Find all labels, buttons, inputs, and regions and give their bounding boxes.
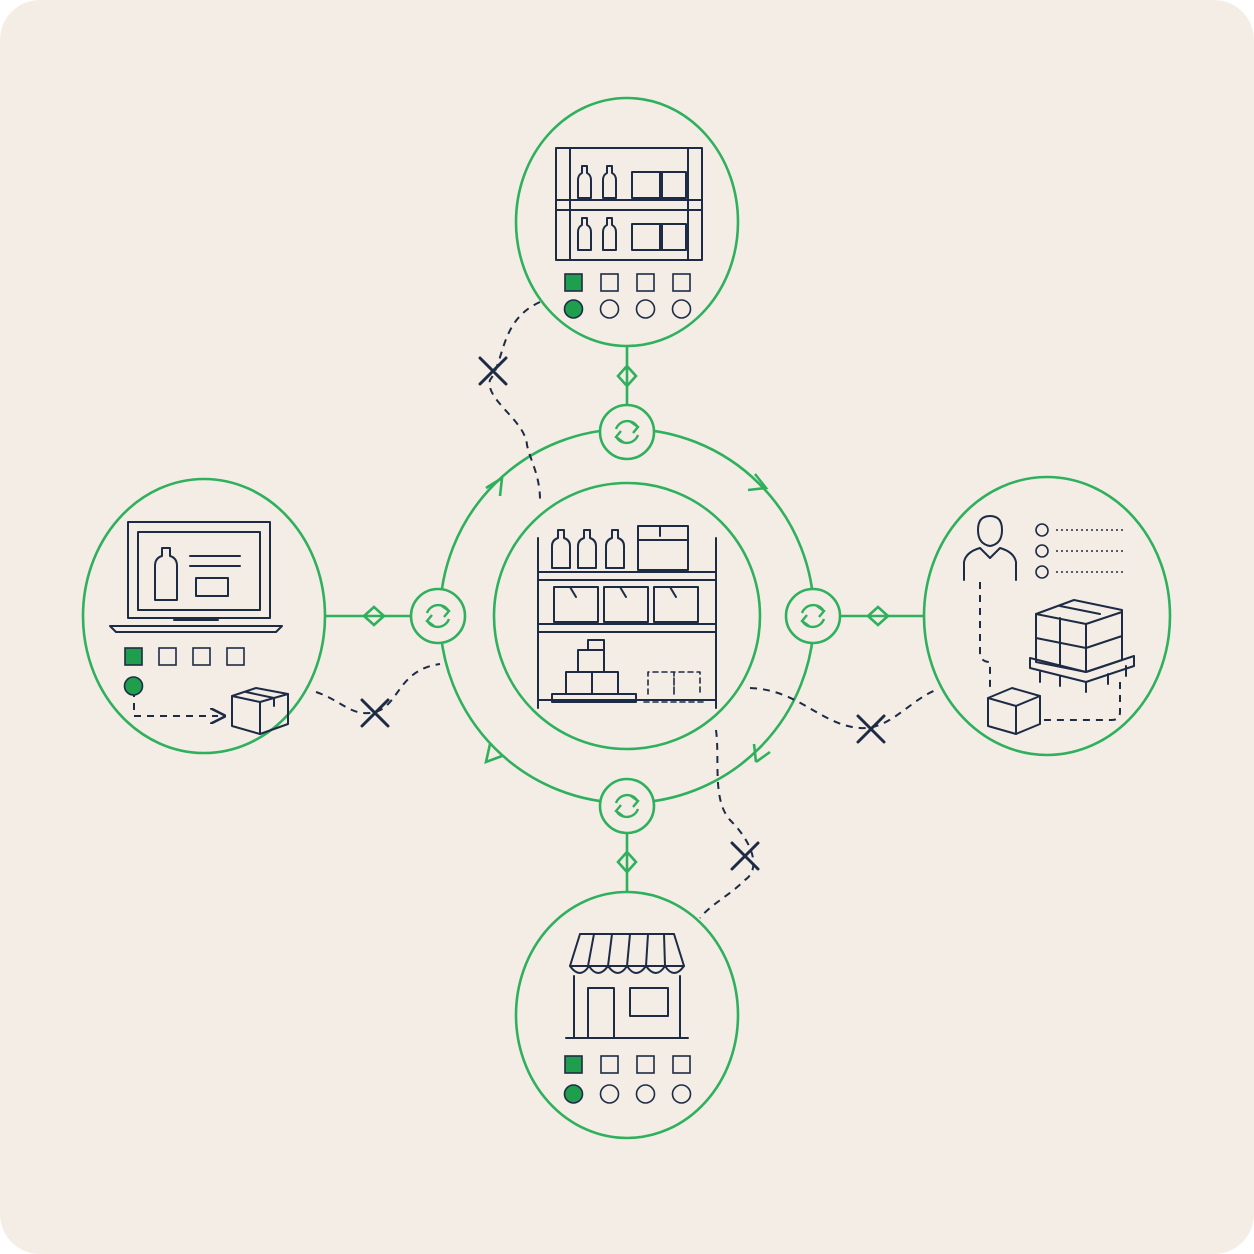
wholesale-node: [922, 475, 1172, 757]
status-square-empty: [600, 1055, 619, 1074]
detail-bullet: [1035, 544, 1049, 558]
storefront-node: [514, 890, 740, 1140]
status-dot-filled: [563, 299, 584, 319]
x-mark-icon: [360, 698, 390, 728]
ring-arrow-icon: [752, 743, 771, 764]
status-dot-empty: [599, 1084, 620, 1104]
status-square-empty: [158, 647, 177, 666]
bottom-status-indicators: [563, 1055, 692, 1104]
laptop-ecommerce-icon: [109, 521, 289, 735]
single-box-icon: [987, 687, 1041, 735]
broken-links: [315, 301, 937, 919]
status-dot-empty: [635, 299, 656, 319]
status-dot-empty: [635, 1084, 656, 1104]
status-dot-empty: [671, 299, 692, 319]
ring-arrow-icon: [484, 743, 503, 765]
detail-bullet: [1035, 565, 1049, 579]
diamond-connector-bottom: [616, 850, 638, 874]
sync-icon-left: [409, 587, 467, 645]
diamond-connector-top: [616, 364, 638, 388]
status-square-empty: [600, 273, 619, 292]
sync-icon-right: [784, 587, 842, 645]
retail-storefront-icon: [565, 933, 689, 1039]
status-square-filled: [564, 1055, 583, 1074]
x-mark-icon: [856, 714, 886, 744]
status-dot-empty: [671, 1084, 692, 1104]
warehouse-racking-icon: [537, 525, 717, 709]
detail-bullet: [1035, 523, 1049, 537]
top-status-indicators: [563, 273, 692, 319]
left-status-indicators: [123, 647, 245, 696]
sync-icon-bottom: [598, 777, 656, 835]
status-dot-filled: [563, 1084, 584, 1104]
diamond-connector-left: [362, 605, 386, 627]
status-square-filled: [564, 273, 583, 292]
hub-warehouse-node: [492, 481, 762, 751]
status-dot-filled: [123, 676, 144, 696]
connectors: [325, 345, 924, 892]
status-square-empty: [672, 273, 691, 292]
status-square-empty: [672, 1055, 691, 1074]
customer-avatar-icon: [963, 515, 1017, 581]
status-square-empty: [226, 647, 245, 666]
store-shelf-node: [514, 96, 740, 348]
x-mark-icon: [478, 356, 508, 386]
status-square-filled: [124, 647, 143, 666]
x-mark-icon: [730, 841, 760, 871]
ring-arrow-icon: [747, 473, 769, 492]
status-square-empty: [192, 647, 211, 666]
ring-arrow-icon: [485, 475, 504, 497]
ecommerce-node: [81, 477, 327, 755]
store-shelf-icon: [555, 147, 703, 261]
status-square-empty: [636, 1055, 655, 1074]
customer-detail-list: [1035, 523, 1124, 579]
wholesale-pallet-icon: [1029, 599, 1135, 693]
status-dot-empty: [599, 299, 620, 319]
sync-nodes: [409, 403, 842, 835]
status-square-empty: [636, 273, 655, 292]
diamond-connector-right: [866, 605, 890, 627]
sync-icon-top: [598, 403, 656, 461]
